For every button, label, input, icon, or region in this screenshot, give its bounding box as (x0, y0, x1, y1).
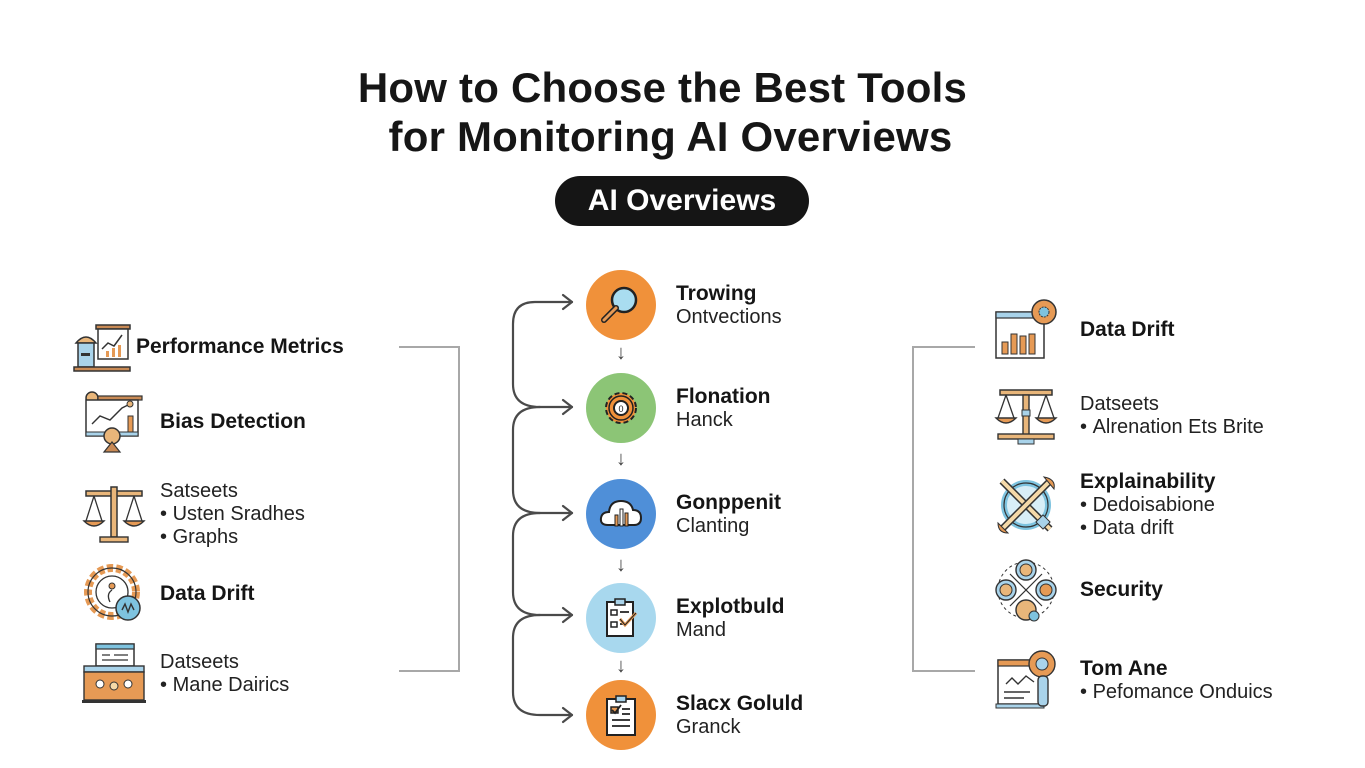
down-arrow-icon: ↓ (616, 554, 626, 576)
flow-step-4: Explotbuld Mand (586, 583, 785, 653)
left-item-datseets: Datseets Mane Dairics (82, 642, 289, 706)
down-arrow-icon: ↓ (616, 342, 626, 364)
item-bullet: Data drift (1080, 517, 1215, 540)
item-title: Data Drift (1080, 318, 1175, 341)
right-item-data-drift: Data Drift (994, 298, 1175, 362)
ai-overviews-badge: AI Overviews (555, 176, 809, 226)
flow-step-2: 0 Flonation Hanck (586, 373, 770, 443)
item-bullet: Mane Dairics (160, 674, 290, 697)
page-title-line-2: for Monitoring AI Overviews (388, 113, 953, 160)
item-bullet: Usten Sradhes (160, 503, 305, 526)
step-title: Gonppenit (676, 490, 781, 514)
dashboard-gear-icon (994, 298, 1058, 362)
item-title: Performance Metrics (136, 335, 344, 358)
page-title-line-1: How to Choose the Best Tools (357, 64, 968, 111)
svg-text:0: 0 (618, 404, 623, 414)
item-title: Explainability (1080, 470, 1216, 493)
right-item-security: Security (994, 558, 1163, 622)
left-item-data-drift: Data Drift (82, 562, 255, 626)
step-subtitle: Mand (676, 618, 727, 641)
scales-icon (82, 483, 146, 547)
flow-step-3: Gonppenit Clanting (586, 479, 781, 549)
step-title: Explotbuld (676, 594, 785, 618)
security-network-icon (994, 558, 1058, 622)
item-title: Tom Ane (1080, 656, 1168, 680)
step-title: Slacx Goluld (676, 691, 804, 715)
gear-icon: 0 (586, 373, 656, 443)
left-item-bias-detection: Bias Detection (82, 390, 306, 454)
step-subtitle: Granck (676, 715, 741, 738)
checklist-icon (586, 583, 656, 653)
right-item-explainability: Explainability Dedoisabione Data drift (994, 470, 1215, 540)
clipboard-check-icon (586, 680, 656, 750)
step-title: Flonation (676, 384, 771, 408)
step-subtitle: Ontvections (676, 305, 782, 328)
down-arrow-icon: ↓ (616, 448, 626, 470)
flow-step-5: Slacx Goluld Granck (586, 680, 803, 750)
gear-drift-icon (82, 562, 146, 626)
dashboard-team-icon (82, 642, 146, 706)
crossed-tools-icon (994, 473, 1058, 537)
item-bullet: Alrenation Ets Brite (1080, 416, 1264, 439)
item-title: Bias Detection (160, 410, 306, 433)
flow-step-1: Trowing Ontvections (586, 270, 782, 340)
item-title: Security (1080, 578, 1163, 601)
item-bullet: Pefomance Onduics (1080, 681, 1273, 704)
item-title: Datseets (160, 651, 239, 673)
left-item-performance-metrics: Performance Metrics (72, 315, 344, 379)
item-bullet: Dedoisabione (1080, 494, 1215, 517)
magnifier-icon (586, 270, 656, 340)
scales-icon (994, 384, 1058, 448)
step-subtitle: Hanck (676, 408, 733, 431)
bias-chart-icon (82, 390, 146, 454)
down-arrow-icon: ↓ (616, 655, 626, 677)
step-subtitle: Clanting (676, 514, 750, 537)
left-item-satseets: Satseets Usten Sradhes Graphs (82, 480, 305, 549)
item-title: Data Drift (160, 582, 255, 605)
monitor-analytics-icon (994, 648, 1058, 712)
right-item-datseets: Datseets Alrenation Ets Brite (994, 384, 1264, 448)
presentation-chart-icon (72, 315, 136, 379)
right-item-tom-ane: Tom Ane Pefomance Onduics (994, 648, 1273, 712)
step-title: Trowing (676, 281, 757, 305)
cloud-chart-icon (586, 479, 656, 549)
item-title: Datseets (1080, 393, 1159, 415)
item-bullet: Graphs (160, 526, 305, 549)
item-title: Satseets (160, 480, 238, 502)
